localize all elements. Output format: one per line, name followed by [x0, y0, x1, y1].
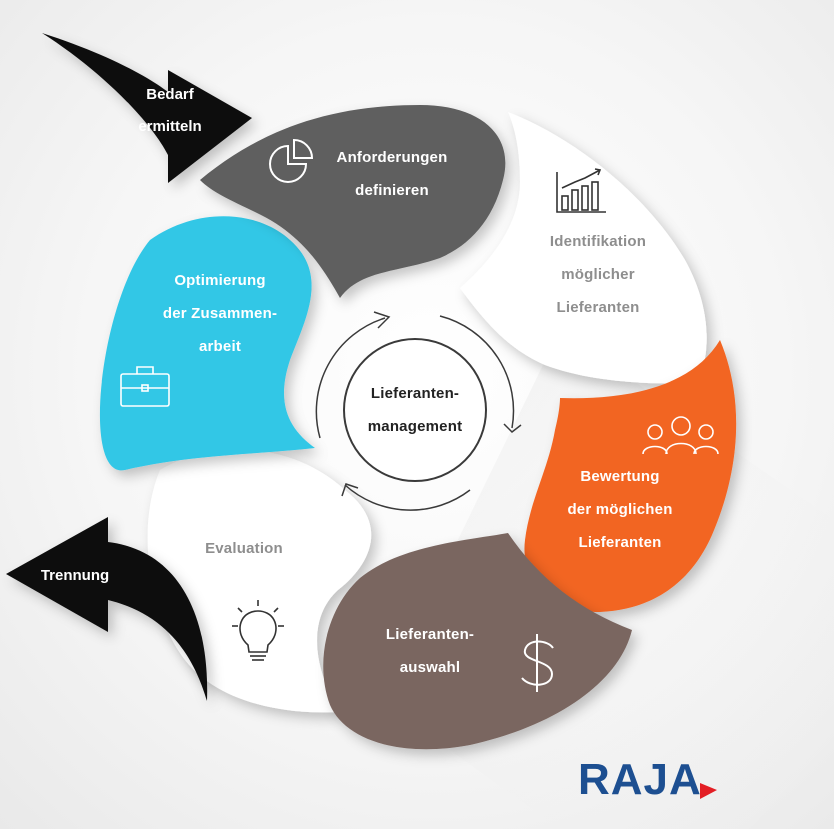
exit-arrow-line-1: Trennung: [40, 567, 110, 584]
segment-anforderungen-label: Anforderungen definieren: [312, 141, 472, 207]
briefcase-icon: [120, 366, 170, 407]
center-line-2: management: [367, 418, 463, 435]
segment-line: definieren: [355, 182, 429, 199]
bar-chart-icon: [556, 168, 606, 213]
center-line-1: Lieferanten-: [370, 385, 460, 402]
segment-line: Optimierung: [174, 272, 266, 289]
segment-line: Lieferanten: [578, 534, 662, 551]
center-label: Lieferanten- management: [345, 377, 485, 443]
raja-logo: RAJA: [578, 755, 702, 804]
segment-line: Lieferanten: [556, 299, 640, 316]
segment-evaluation-label: Evaluation: [184, 532, 304, 565]
segment-line: der Zusammen-: [162, 305, 278, 322]
entry-arrow-line-2: ermitteln: [138, 118, 202, 135]
segment-identifikation-shape: [460, 112, 707, 384]
exit-arrow-label: Trennung: [20, 560, 130, 592]
segment-line: möglicher: [561, 266, 635, 283]
exit-arrow-shape: [6, 517, 208, 701]
logo-mark: [700, 783, 717, 799]
segment-bewertung-shape: [524, 340, 737, 612]
segment-line: Anforderungen: [336, 149, 448, 166]
segment-line: Bewertung: [580, 468, 660, 485]
entry-arrow-label: Bedarf ermitteln: [120, 79, 220, 143]
dollar-icon: [521, 634, 554, 692]
segment-identifikation-label: Identifikation möglicher Lieferanten: [528, 225, 668, 324]
segment-optimierung-shape: [99, 216, 315, 471]
entry-arrow-line-1: Bedarf: [146, 86, 194, 103]
segment-line: Evaluation: [205, 540, 283, 557]
segment-line: arbeit: [198, 338, 242, 355]
segment-auswahl-shape: [323, 533, 632, 750]
segment-anforderungen-shape: [200, 105, 506, 298]
lightbulb-icon: [232, 600, 284, 661]
center-circle: [343, 338, 487, 482]
segment-bewertung-label: Bewertung der möglichen Lieferanten: [545, 460, 695, 559]
pie-chart-icon: [269, 138, 314, 183]
entry-arrow-shape: [42, 33, 252, 183]
segment-optimierung-label: Optimierung der Zusammen- arbeit: [140, 264, 300, 363]
cycle-arrows: [315, 311, 522, 511]
segment-line: auswahl: [399, 659, 461, 676]
segment-line: Identifikation: [549, 233, 647, 250]
segment-line: Lieferanten-: [385, 626, 475, 643]
people-icon: [642, 416, 719, 455]
segment-line: der möglichen: [567, 501, 673, 518]
segment-auswahl-label: Lieferanten- auswahl: [360, 618, 500, 684]
